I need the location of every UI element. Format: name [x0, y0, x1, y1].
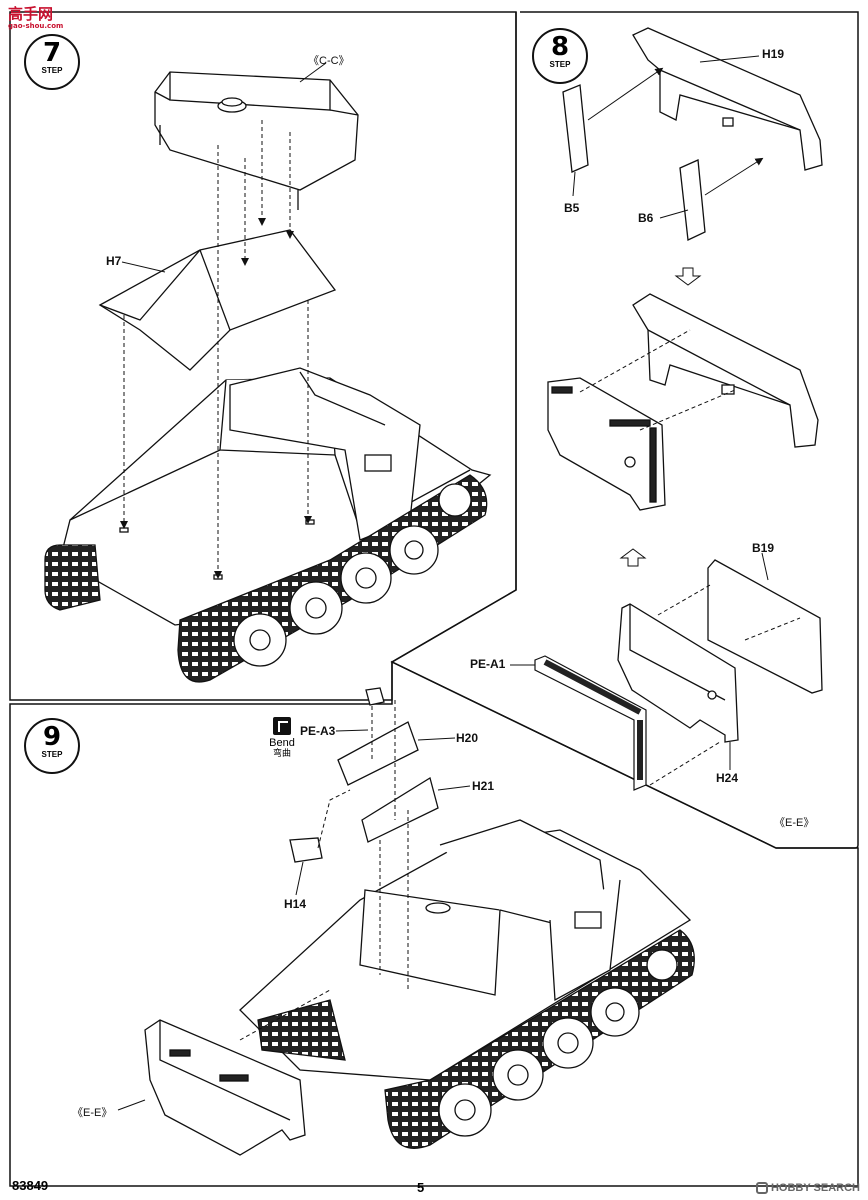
watermark: HOBBY SEARCH	[755, 1182, 860, 1194]
step8-plate-b19	[707, 559, 823, 694]
step8-plate-detailed	[547, 377, 666, 511]
step-word: STEP	[41, 750, 63, 759]
step-number: 9	[42, 722, 62, 752]
step9-hull-drawing	[239, 819, 695, 1149]
panel-borders	[9, 11, 859, 1187]
step-7-badge: 7 STEP	[24, 34, 80, 90]
step9-panel-border	[9, 660, 859, 1187]
watermark-logo-icon	[755, 1182, 768, 1194]
step8-plate-b5	[562, 84, 589, 173]
step8-bracket-h24	[617, 603, 739, 743]
bend-icon	[273, 717, 291, 735]
part-h20-shape	[337, 721, 419, 786]
part-label-h24: H24	[716, 771, 739, 785]
part-label-pe-a3: PE-A3	[300, 724, 336, 738]
part-h14-shape	[289, 837, 323, 863]
step8-leaders	[510, 55, 769, 770]
step7-cover-cc	[154, 71, 359, 210]
part-label-h21: H21	[472, 779, 495, 793]
part-label-b6: B6	[638, 211, 654, 225]
step7-leaders	[121, 62, 327, 273]
step7-guide-lines	[120, 120, 312, 579]
part-pe-a3-shape	[365, 687, 385, 706]
step8-arrows	[587, 67, 764, 567]
step8-guide-lines-2	[649, 584, 801, 786]
part-label-h19: H19	[762, 47, 785, 61]
part-label-h7: H7	[106, 254, 122, 268]
step9-parts	[289, 687, 439, 863]
step8-bracket-assembled	[632, 293, 819, 448]
step-number: 8	[550, 32, 570, 62]
step-word: STEP	[549, 60, 571, 69]
step-9-badge: 9 STEP	[24, 718, 80, 774]
step9-guide-lines	[239, 700, 409, 1041]
step8-pe-a1	[534, 655, 647, 791]
part-label-b5: B5	[564, 201, 580, 215]
step9-rear-plate-ee	[144, 1019, 306, 1156]
watermark-text: HOBBY SEARCH	[770, 1182, 860, 1194]
bend-label-cn: 弯曲	[272, 749, 291, 759]
step7-hull-drawing	[44, 367, 492, 683]
logo-text: 高手网	[8, 5, 54, 23]
step8-bracket-h19	[632, 27, 823, 171]
page-number: 5	[417, 1180, 425, 1195]
step-word: STEP	[41, 66, 63, 75]
kit-number: 83849	[12, 1178, 49, 1193]
step7-section-label: 《C-C》	[308, 55, 350, 67]
part-label-h14: H14	[284, 897, 307, 911]
bend-instruction: Bend 弯曲	[262, 717, 302, 759]
part-label-b19: B19	[752, 541, 775, 555]
bend-label: Bend	[269, 737, 295, 749]
step-8-badge: 8 STEP	[532, 28, 588, 84]
step9-section-label: 《E-E》	[72, 1107, 113, 1119]
step8-section-label: 《E-E》	[774, 817, 815, 829]
part-h21-shape	[361, 776, 439, 843]
step8-guide-lines	[579, 329, 736, 431]
part-label-pe-a1: PE-A1	[470, 657, 506, 671]
step-number: 7	[42, 38, 62, 68]
brand-logo: 高手网 gao-shou.com	[8, 6, 63, 30]
logo-url-text: gao-shou.com	[8, 22, 64, 30]
step9-leaders	[117, 729, 471, 1111]
part-label-h20: H20	[456, 731, 479, 745]
step8-plate-b6	[679, 159, 706, 241]
